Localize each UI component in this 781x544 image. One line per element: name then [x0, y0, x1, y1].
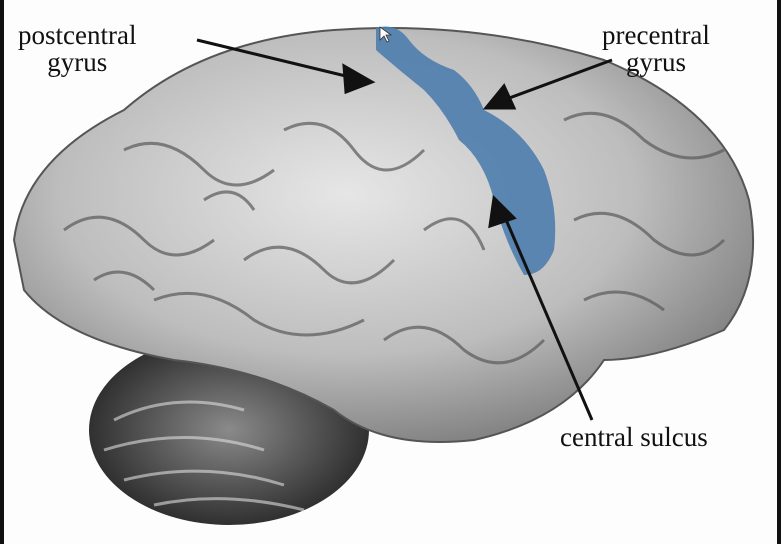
label-line: gyrus [47, 47, 108, 77]
label-line: postcentral [18, 20, 137, 50]
cerebrum [12, 27, 755, 443]
brain-illustration [12, 26, 755, 525]
label-line: gyrus [625, 47, 686, 77]
mouse-cursor-icon [379, 26, 393, 43]
label-central-sulcus: central sulcus [560, 422, 708, 452]
label-postcentral-gyrus: postcentral gyrus [18, 22, 136, 76]
postcentral-arrow [196, 38, 355, 80]
pointer-arrows [196, 38, 613, 421]
label-precentral-gyrus: precentral gyrus [602, 22, 710, 76]
label-line: precentral [602, 20, 710, 50]
precentral-arrow [503, 58, 613, 102]
central-sulcus-arrow [502, 214, 594, 421]
